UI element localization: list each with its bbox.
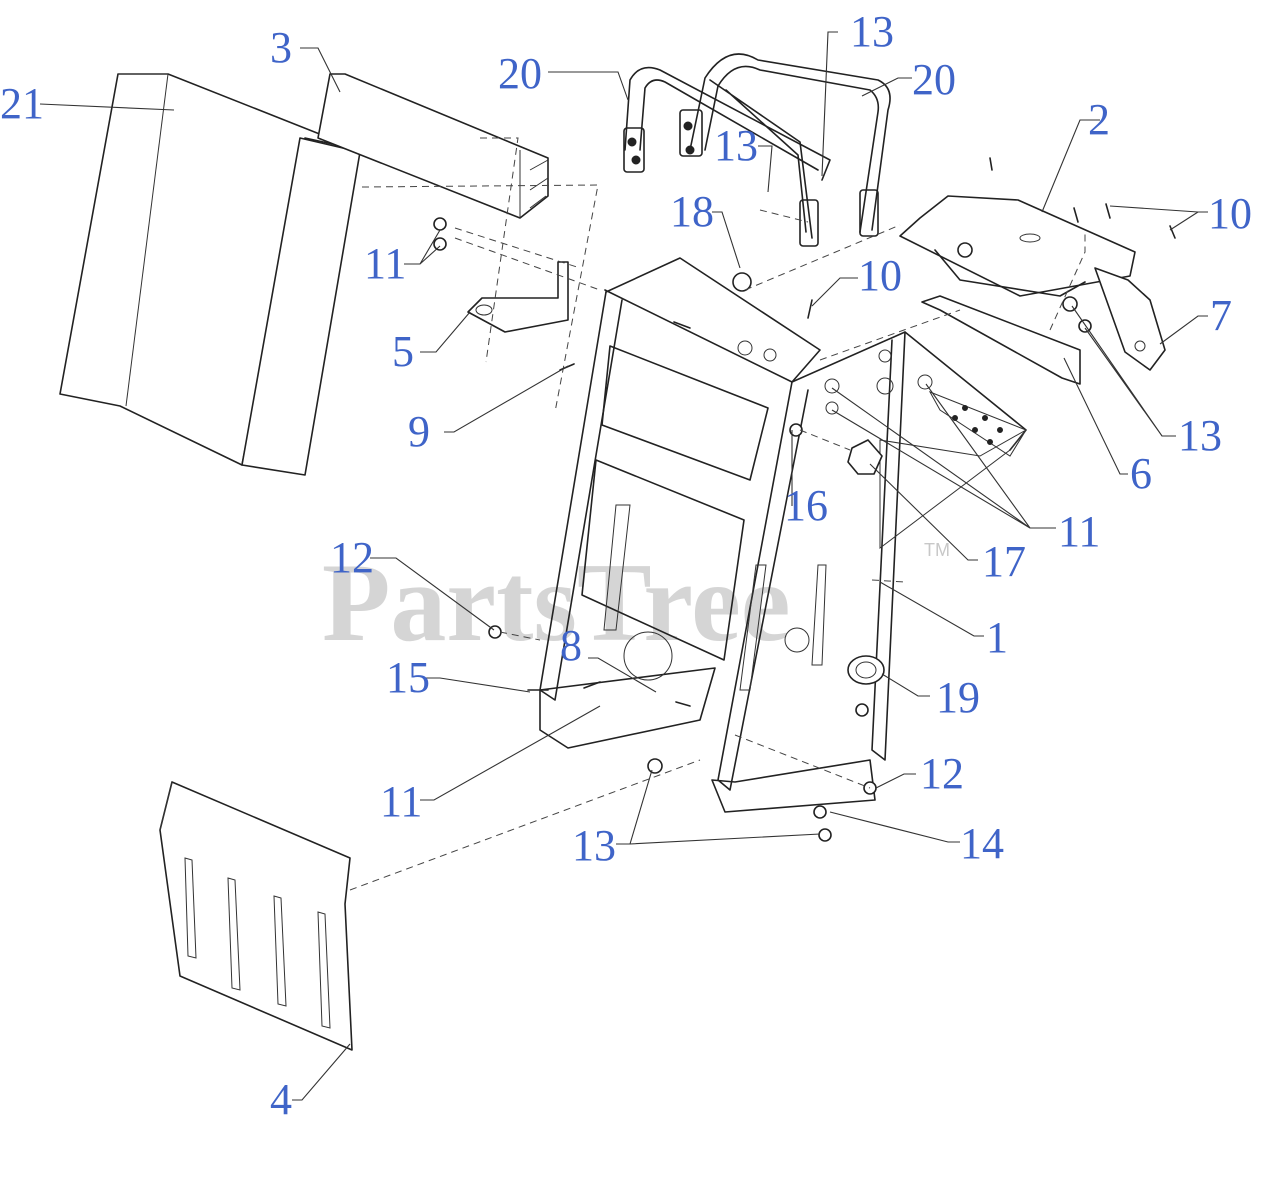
leader-lines — [39, 31, 1208, 1101]
part-6-angle-bracket — [921, 295, 1081, 385]
callout-10-center: 10 — [858, 251, 902, 300]
callout-19: 19 — [936, 673, 980, 722]
callout-9: 9 — [408, 407, 430, 456]
callout-13-bottom: 13 — [572, 821, 616, 870]
callout-15: 15 — [386, 653, 430, 702]
part-4-slotted-panel — [159, 781, 353, 1051]
callout-4: 4 — [270, 1075, 292, 1124]
watermark: PartsTree TM — [322, 540, 950, 665]
callout-13-right: 13 — [1178, 411, 1222, 460]
part-20-handles — [623, 53, 891, 247]
callout-21: 21 — [0, 79, 44, 128]
callout-10-right: 10 — [1208, 189, 1252, 238]
callout-12-right: 12 — [920, 749, 964, 798]
watermark-text: PartsTree — [322, 541, 791, 665]
callout-2: 2 — [1088, 95, 1110, 144]
callout-17: 17 — [982, 537, 1026, 586]
callout-16: 16 — [784, 481, 828, 530]
callout-20-right: 20 — [912, 55, 956, 104]
callout-11-top: 11 — [364, 239, 406, 288]
callout-11-right: 11 — [1058, 507, 1100, 556]
callout-18: 18 — [670, 187, 714, 236]
watermark-tm: TM — [924, 540, 950, 560]
callout-6: 6 — [1130, 449, 1152, 498]
part-1-main-frame — [539, 257, 1027, 813]
callout-13-top: 13 — [850, 7, 894, 56]
callout-7: 7 — [1210, 291, 1232, 340]
part-21-side-cover — [59, 73, 361, 476]
callout-14: 14 — [960, 819, 1004, 868]
callout-12-left: 12 — [330, 533, 374, 582]
hardware-fasteners — [433, 157, 1176, 842]
assembly-dashed-lines — [349, 137, 1086, 891]
callout-1: 1 — [986, 613, 1008, 662]
callout-8: 8 — [560, 621, 582, 670]
part-5-mount-bracket — [467, 261, 569, 333]
callout-11-bottom: 11 — [380, 777, 422, 826]
part-3-upper-bracket — [317, 73, 549, 219]
callout-labels: 21 3 20 13 20 2 13 18 10 10 11 5 7 9 13 … — [0, 7, 1252, 1124]
callout-3: 3 — [270, 23, 292, 72]
callout-20-left: 20 — [498, 49, 542, 98]
callout-5: 5 — [392, 327, 414, 376]
part-7-side-bracket — [1094, 267, 1166, 371]
callout-13-handle: 13 — [714, 121, 758, 170]
